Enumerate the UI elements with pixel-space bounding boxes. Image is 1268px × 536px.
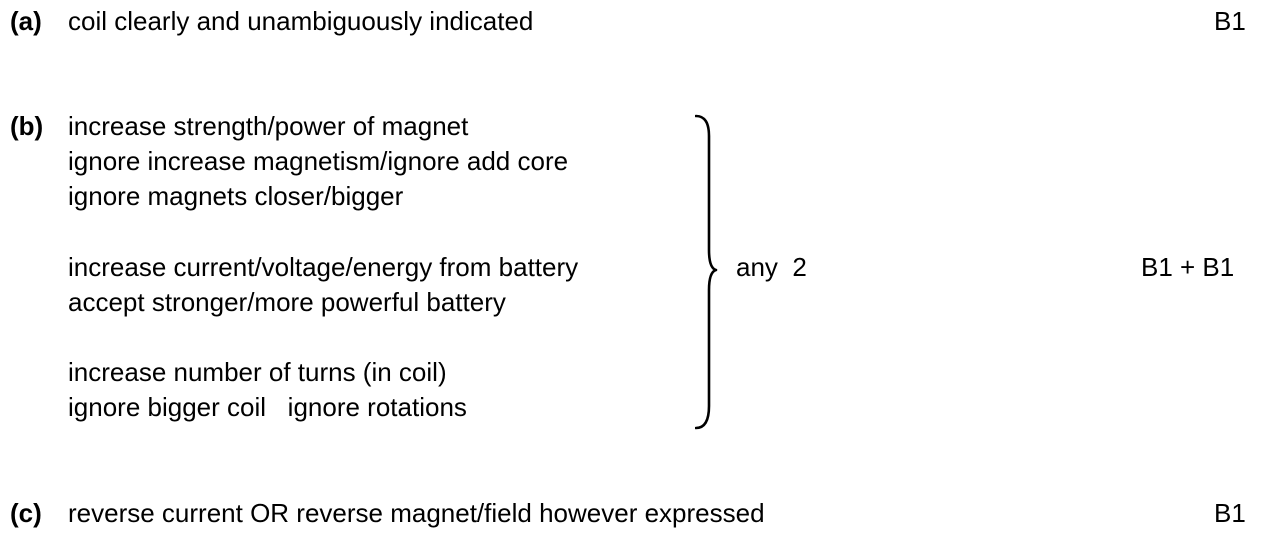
part-b-mark: B1 + B1 [1141, 252, 1235, 282]
part-b-line: increase number of turns (in coil) [68, 357, 447, 387]
part-c-answer: reverse current OR reverse magnet/field … [68, 498, 765, 528]
part-b-line: ignore bigger coil ignore rotations [68, 392, 467, 422]
part-b-line: accept stronger/more powerful battery [68, 287, 506, 317]
right-brace [695, 114, 718, 430]
part-b-note: any 2 [736, 252, 807, 282]
part-a-mark: B1 [1214, 6, 1246, 36]
part-b-label: (b) [10, 111, 44, 141]
part-c-mark: B1 [1214, 498, 1246, 528]
part-b-line: increase strength/power of magnet [68, 111, 469, 141]
part-b-line: ignore increase magnetism/ignore add cor… [68, 146, 569, 176]
part-a-label: (a) [10, 6, 42, 36]
part-a-answer: coil clearly and unambiguously indicated [68, 6, 534, 36]
part-b-line: ignore magnets closer/bigger [68, 181, 404, 211]
part-c-label: (c) [10, 498, 42, 528]
part-b-line: increase current/voltage/energy from bat… [68, 252, 579, 282]
